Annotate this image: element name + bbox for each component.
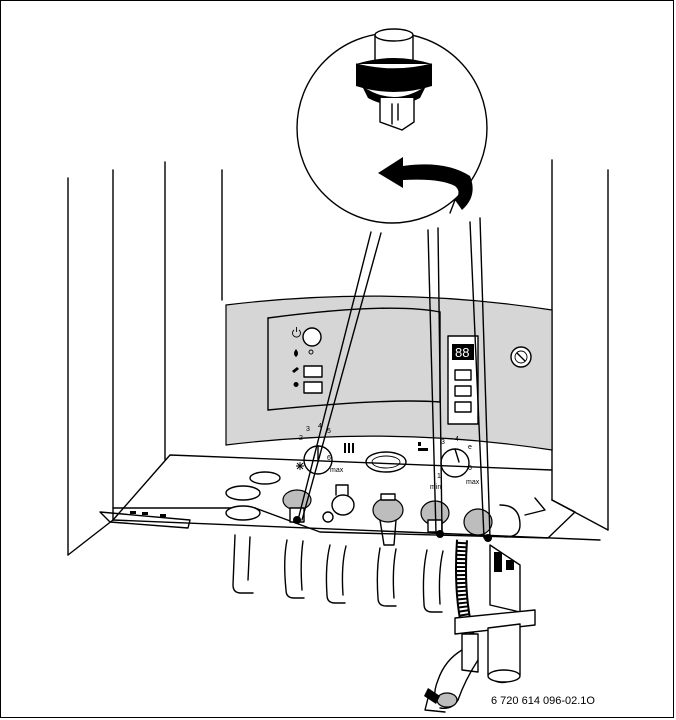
display-button-3[interactable] bbox=[454, 401, 472, 413]
dial-right-label-4: 4 bbox=[455, 436, 459, 443]
dial-right-label-3: 3 bbox=[441, 439, 445, 446]
dial-right-label-max: max bbox=[466, 479, 480, 486]
boiler-casing bbox=[67, 159, 609, 556]
leader-lines bbox=[297, 217, 491, 539]
dial-left-label-6: 6 bbox=[327, 455, 331, 462]
temp-button[interactable] bbox=[303, 381, 323, 394]
power-button[interactable] bbox=[302, 327, 322, 347]
dial-left-label-2: 2 bbox=[299, 435, 303, 442]
pressure-gauge-icon bbox=[510, 346, 532, 368]
display-button-2[interactable] bbox=[454, 385, 472, 397]
dial-right-label-6: 6 bbox=[468, 465, 472, 472]
dial-left-label-max: max bbox=[330, 467, 344, 474]
flame-icon bbox=[294, 349, 298, 357]
siphon-funnel bbox=[424, 609, 536, 713]
burner-indicator bbox=[308, 349, 314, 355]
dial-right-label-e: e bbox=[468, 444, 472, 451]
valve-5[interactable] bbox=[463, 504, 521, 542]
pipes bbox=[232, 534, 444, 613]
frost-icon bbox=[296, 462, 304, 470]
thermometer-icon bbox=[293, 380, 299, 390]
figure-id-label: 6 720 614 096-02.1O bbox=[491, 695, 595, 707]
wrench-icon bbox=[292, 367, 299, 373]
detail-magnifier bbox=[296, 28, 488, 224]
tap-icon bbox=[418, 442, 428, 451]
dial-right-label-1: 1 bbox=[437, 473, 441, 480]
base-plate bbox=[99, 454, 601, 541]
panel-left-controls bbox=[292, 327, 323, 394]
display-digits: 88 bbox=[455, 345, 469, 360]
dial-left-label-3: 3 bbox=[306, 426, 310, 433]
dial-left-label-5: 5 bbox=[327, 428, 331, 435]
valve-2[interactable] bbox=[322, 484, 355, 523]
service-button[interactable] bbox=[303, 365, 323, 378]
radiator-icon bbox=[344, 443, 354, 453]
dial-hot-water: 1 3 4 e 6 min max bbox=[418, 436, 480, 491]
control-panel: 88 bbox=[225, 295, 553, 451]
display-button-1[interactable] bbox=[454, 369, 472, 381]
dial-right-label-min: min bbox=[430, 484, 441, 491]
power-icon bbox=[292, 327, 301, 338]
hot-water-dial-knob[interactable] bbox=[440, 448, 470, 478]
valve-1[interactable] bbox=[282, 489, 312, 524]
dial-left-label-4: 4 bbox=[318, 423, 322, 430]
valve-3[interactable] bbox=[372, 493, 404, 546]
digital-display bbox=[452, 344, 474, 360]
rotate-arrow-icon bbox=[378, 157, 473, 214]
